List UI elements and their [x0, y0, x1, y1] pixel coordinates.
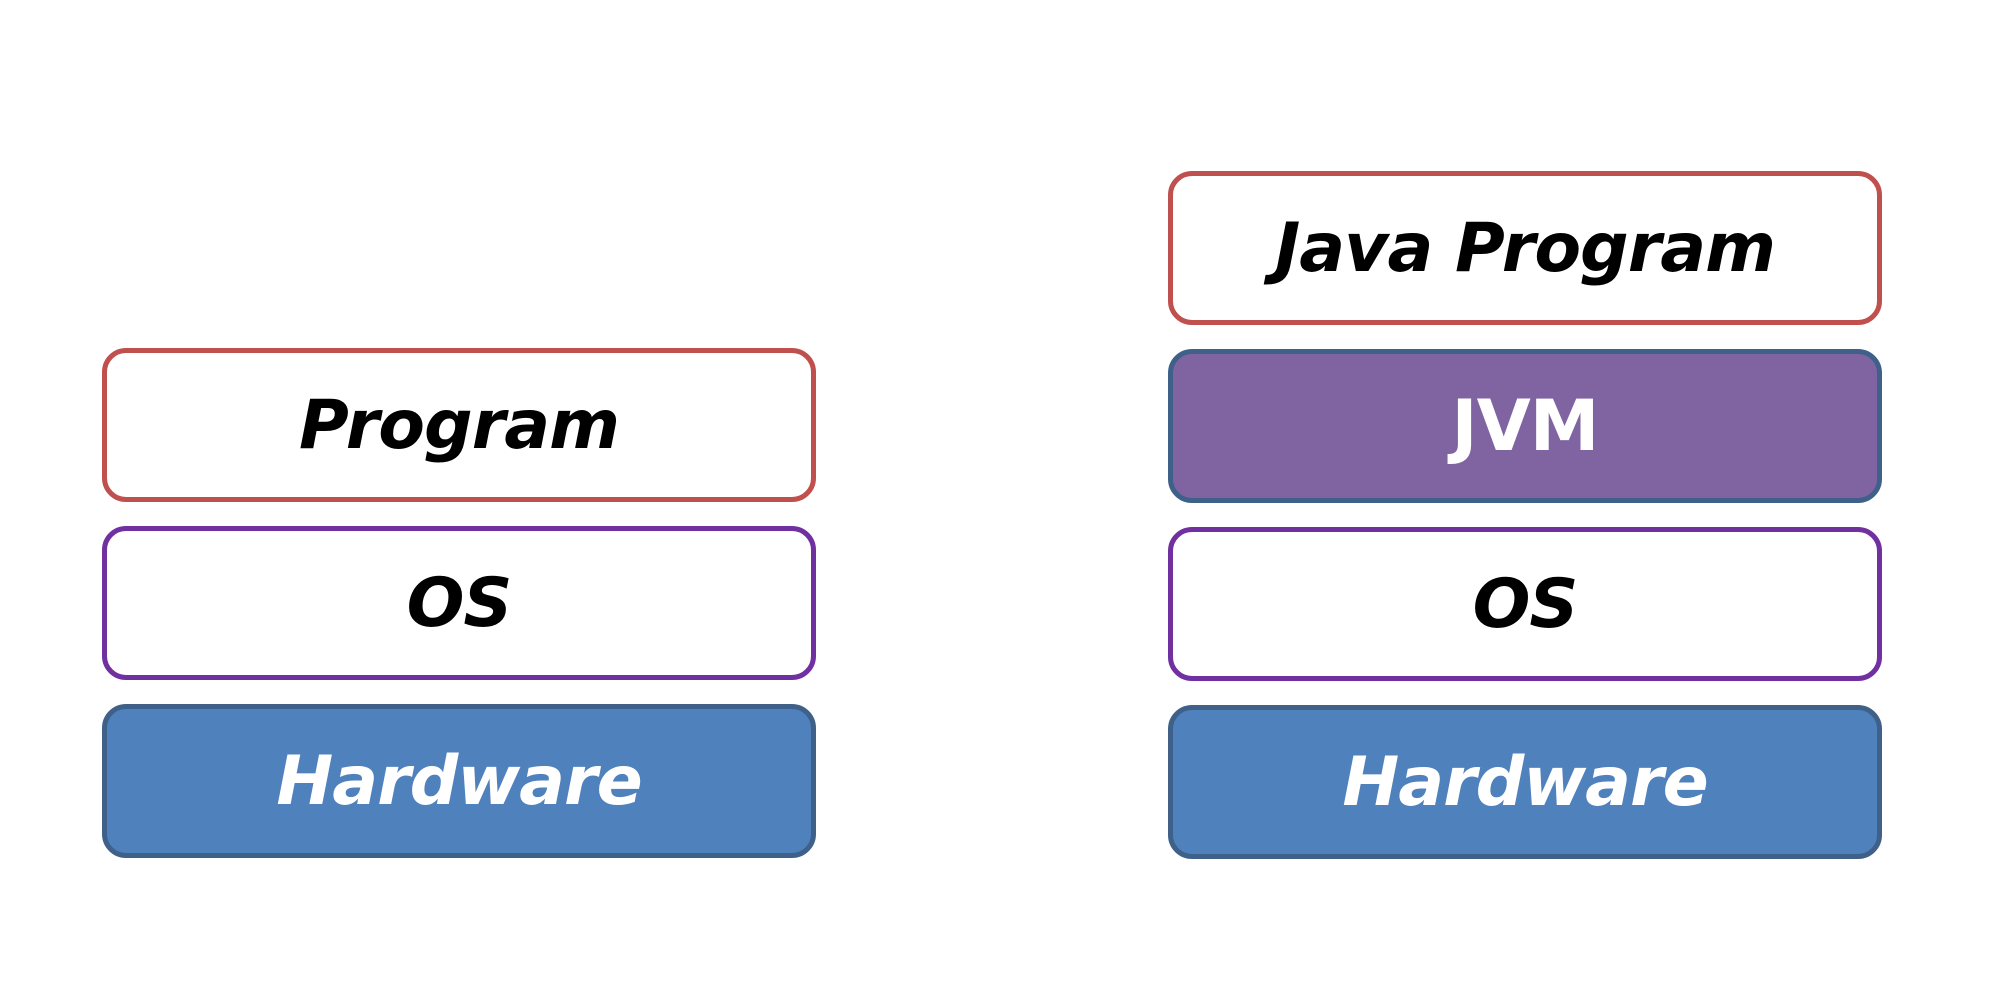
- os-layer: OS: [102, 526, 816, 680]
- native-stack: Program OS Hardware: [102, 348, 816, 858]
- os-label: OS: [406, 563, 513, 643]
- java-program-label: Java Program: [1274, 208, 1776, 288]
- program-label: Program: [299, 385, 620, 465]
- java-stack: Java Program JVM OS Hardware: [1168, 171, 1882, 859]
- jvm-layer: JVM: [1168, 349, 1882, 503]
- os-label: OS: [1472, 564, 1579, 644]
- java-program-layer: Java Program: [1168, 171, 1882, 325]
- jvm-label: JVM: [1451, 385, 1600, 467]
- hardware-label: Hardware: [1342, 742, 1708, 822]
- hardware-layer: Hardware: [102, 704, 816, 858]
- hardware-layer: Hardware: [1168, 705, 1882, 859]
- os-layer: OS: [1168, 527, 1882, 681]
- program-layer: Program: [102, 348, 816, 502]
- hardware-label: Hardware: [276, 741, 642, 821]
